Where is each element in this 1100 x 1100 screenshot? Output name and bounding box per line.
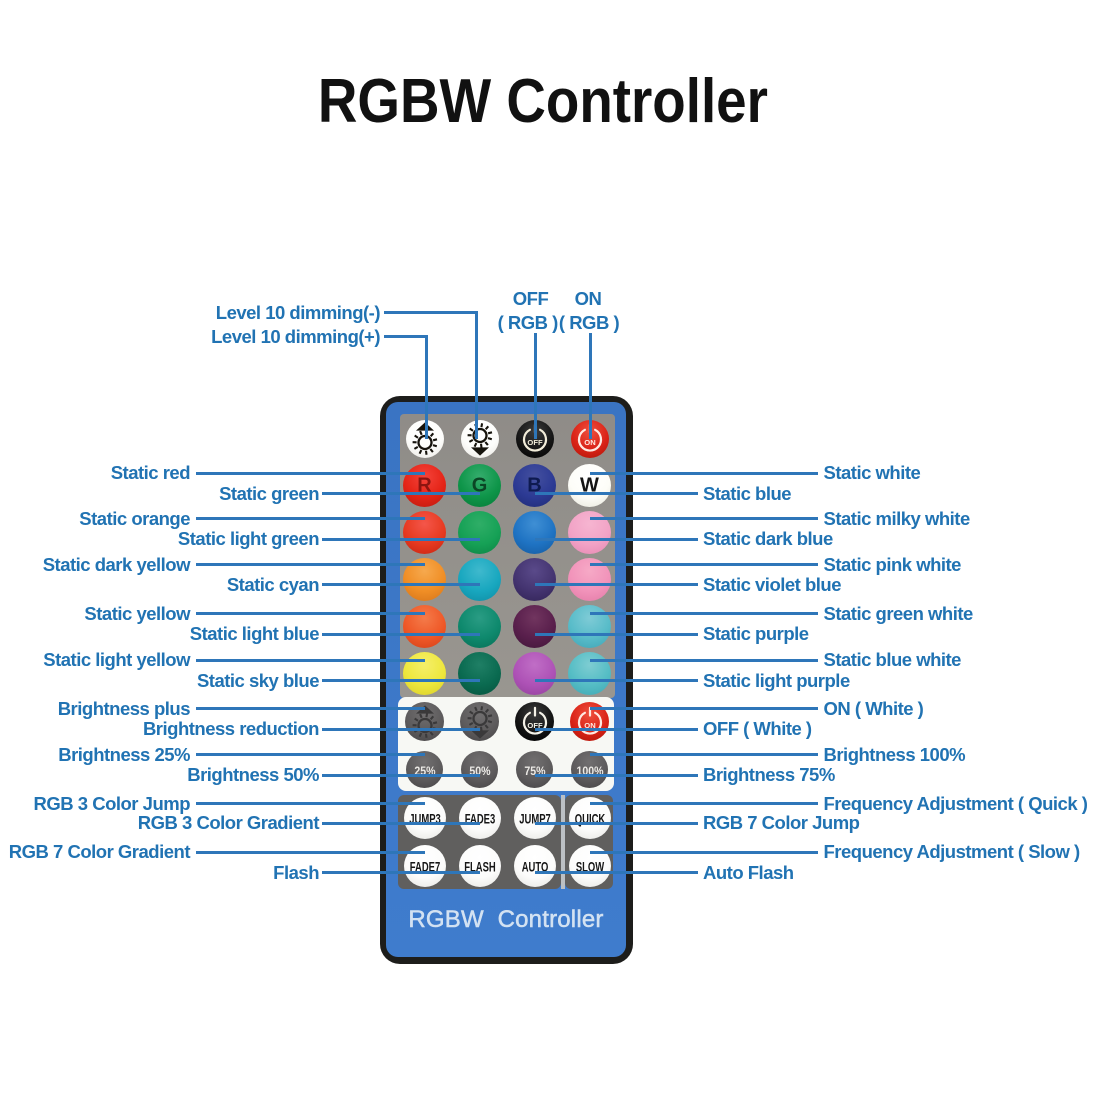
- svg-text:OFF: OFF: [527, 721, 543, 730]
- svg-text:ON: ON: [584, 721, 595, 730]
- svg-text:ON: ON: [584, 438, 595, 447]
- svg-text:OFF: OFF: [527, 438, 543, 447]
